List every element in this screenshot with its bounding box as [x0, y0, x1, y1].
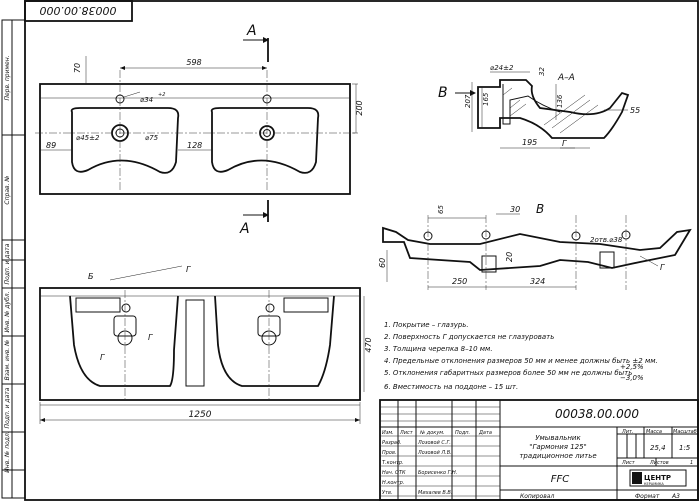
- org-logo-sub: КЕРАМИКА: [644, 482, 664, 486]
- tb-role-3: Т.контр.: [382, 460, 404, 466]
- side-label-7: Инв. № подл.: [4, 431, 11, 472]
- dim-128: 128: [187, 141, 202, 150]
- dim-1250: 1250: [189, 410, 212, 420]
- dim-75: ⌀75: [145, 134, 159, 142]
- org-logo-text: ЦЕНТР: [644, 474, 671, 482]
- note-6: 6. Вместимость на поддоне – 15 шт.: [384, 383, 519, 391]
- dim-45: ⌀45±2: [76, 134, 100, 142]
- view-b: B 65 30 20 2отв.⌀38 60 250 324 Г: [378, 202, 692, 290]
- tb-role-2: Пров.: [382, 450, 397, 456]
- tb-col-doc: № докум.: [419, 430, 445, 436]
- tb-col-mass: Масса: [646, 429, 662, 435]
- tb-sheets-label: Листов: [649, 460, 669, 466]
- section-a-a: A–A B ⌀24±2 32 165 207 136 55 195 Г: [438, 64, 640, 149]
- cut-a-bottom: A: [239, 221, 250, 237]
- surface-g-bottom-2: Г: [148, 333, 153, 342]
- dim-136: 136: [556, 94, 564, 108]
- side-label-5: Взам. инв. №: [4, 340, 11, 381]
- tb-role-6: Утв.: [382, 490, 393, 496]
- tb-format-label: Формат: [635, 493, 660, 500]
- dim-34-tol: +2: [158, 92, 165, 98]
- tb-org-code: FFC: [551, 474, 570, 485]
- section-title: A–A: [557, 73, 575, 83]
- note-5-tol-plus: +2,5%: [620, 363, 644, 371]
- tb-mass: 25,4: [650, 444, 666, 452]
- dim-24: ⌀24±2: [490, 64, 514, 72]
- top-view: A A 598 70 ⌀34 +2 200 ⌀45±2 ⌀75 89 128: [35, 23, 364, 237]
- tb-role-5: Н.контр.: [382, 480, 404, 486]
- view-b-title: B: [536, 202, 544, 216]
- note-4: 4. Предельные отклонения размеров 50 мм …: [384, 357, 658, 365]
- tb-col-lit: Лит.: [621, 429, 634, 435]
- surface-g-section: Г: [562, 139, 567, 148]
- dim-598: 598: [186, 58, 201, 67]
- org-logo: [629, 469, 687, 487]
- tb-col-izm: Изм.: [382, 430, 394, 436]
- dim-55: 55: [630, 106, 640, 115]
- tb-copied: Копировал: [520, 493, 554, 500]
- dim-20: 20: [505, 252, 514, 262]
- doc-number-box: [24, 0, 133, 22]
- note-5: 5. Отклонения габаритных размеров более …: [384, 369, 633, 377]
- tb-name-line-1: Умывальник: [535, 434, 581, 442]
- dim-34: ⌀34: [140, 96, 153, 104]
- tb-name-2: Лозовой Л.В.: [417, 450, 452, 456]
- tb-sheet-label: Лист: [621, 460, 636, 466]
- tb-format: А3: [671, 493, 680, 500]
- tb-role-1: Разраб.: [382, 440, 402, 446]
- tb-name-4: Борисенко Г.Н.: [418, 470, 457, 476]
- view-b-marker: Б: [88, 272, 94, 281]
- tb-col-date: Дата: [478, 430, 492, 436]
- tb-name-line-3: традиционное литье: [519, 452, 596, 460]
- tb-name-1: Лозовой С.Г.: [417, 440, 451, 446]
- tb-designation: 00038.00.000: [555, 407, 639, 421]
- tb-sheets-count: 1: [690, 460, 693, 466]
- tb-name-6: Михалев В.В.: [418, 490, 452, 496]
- side-label-4: Инв. № дубл.: [4, 291, 11, 332]
- dim-195: 195: [522, 138, 537, 147]
- surface-g-view-b: Г: [660, 263, 665, 272]
- dim-324: 324: [530, 277, 545, 286]
- side-strip: Перв. примен. Справ. № Подп. и дата Инв.…: [1, 19, 26, 499]
- dim-65: 65: [437, 205, 445, 214]
- tb-col-scale: Масштаб: [673, 429, 697, 435]
- dim-250: 250: [452, 277, 467, 286]
- tb-scale: 1:5: [679, 444, 691, 452]
- tb-col-sign: Подп.: [455, 430, 470, 436]
- sheet-frame: [24, 0, 699, 501]
- dim-470: 470: [364, 337, 373, 352]
- doc-number-rotated: 00038.00.000: [40, 4, 117, 17]
- bottom-view: Б Г Г Г 470 1250: [39, 265, 373, 424]
- dim-38: 2отв.⌀38: [590, 236, 623, 244]
- side-label-1: Перв. примен.: [4, 55, 11, 100]
- tb-col-list: Лист: [399, 430, 414, 436]
- dim-89: 89: [46, 141, 56, 150]
- dim-30: 30: [510, 205, 520, 214]
- note-3: 3. Толщина черепка 8–10 мм.: [384, 345, 493, 353]
- title-block: Изм. Лист № докум. Подп. Дата Разраб. Ло…: [379, 399, 699, 501]
- dim-70: 70: [73, 63, 82, 73]
- dim-32: 32: [538, 67, 546, 76]
- side-label-6: Подп. и дата: [4, 387, 11, 428]
- dim-165: 165: [482, 92, 490, 106]
- note-2: 2. Поверхность Г допускается не глазуров…: [384, 333, 555, 341]
- note-1: 1. Покрытие – глазурь.: [384, 321, 469, 329]
- dim-60: 60: [378, 258, 387, 268]
- tb-role-4: Нач. ОТК: [382, 470, 406, 476]
- side-label-3: Подп. и дата: [4, 243, 11, 284]
- side-label-2: Справ. №: [4, 175, 11, 204]
- note-5-tol-minus: −3,0%: [620, 374, 644, 382]
- tb-name-line-2: "Гармония 125": [529, 443, 587, 451]
- surface-g-bottom-1: Г: [186, 265, 191, 274]
- dim-200: 200: [355, 100, 364, 115]
- cut-a-top: A: [246, 23, 257, 39]
- view-b-arrow-label: B: [438, 85, 448, 101]
- surface-g-bottom-3: Г: [100, 353, 105, 362]
- dim-207: 207: [464, 94, 472, 108]
